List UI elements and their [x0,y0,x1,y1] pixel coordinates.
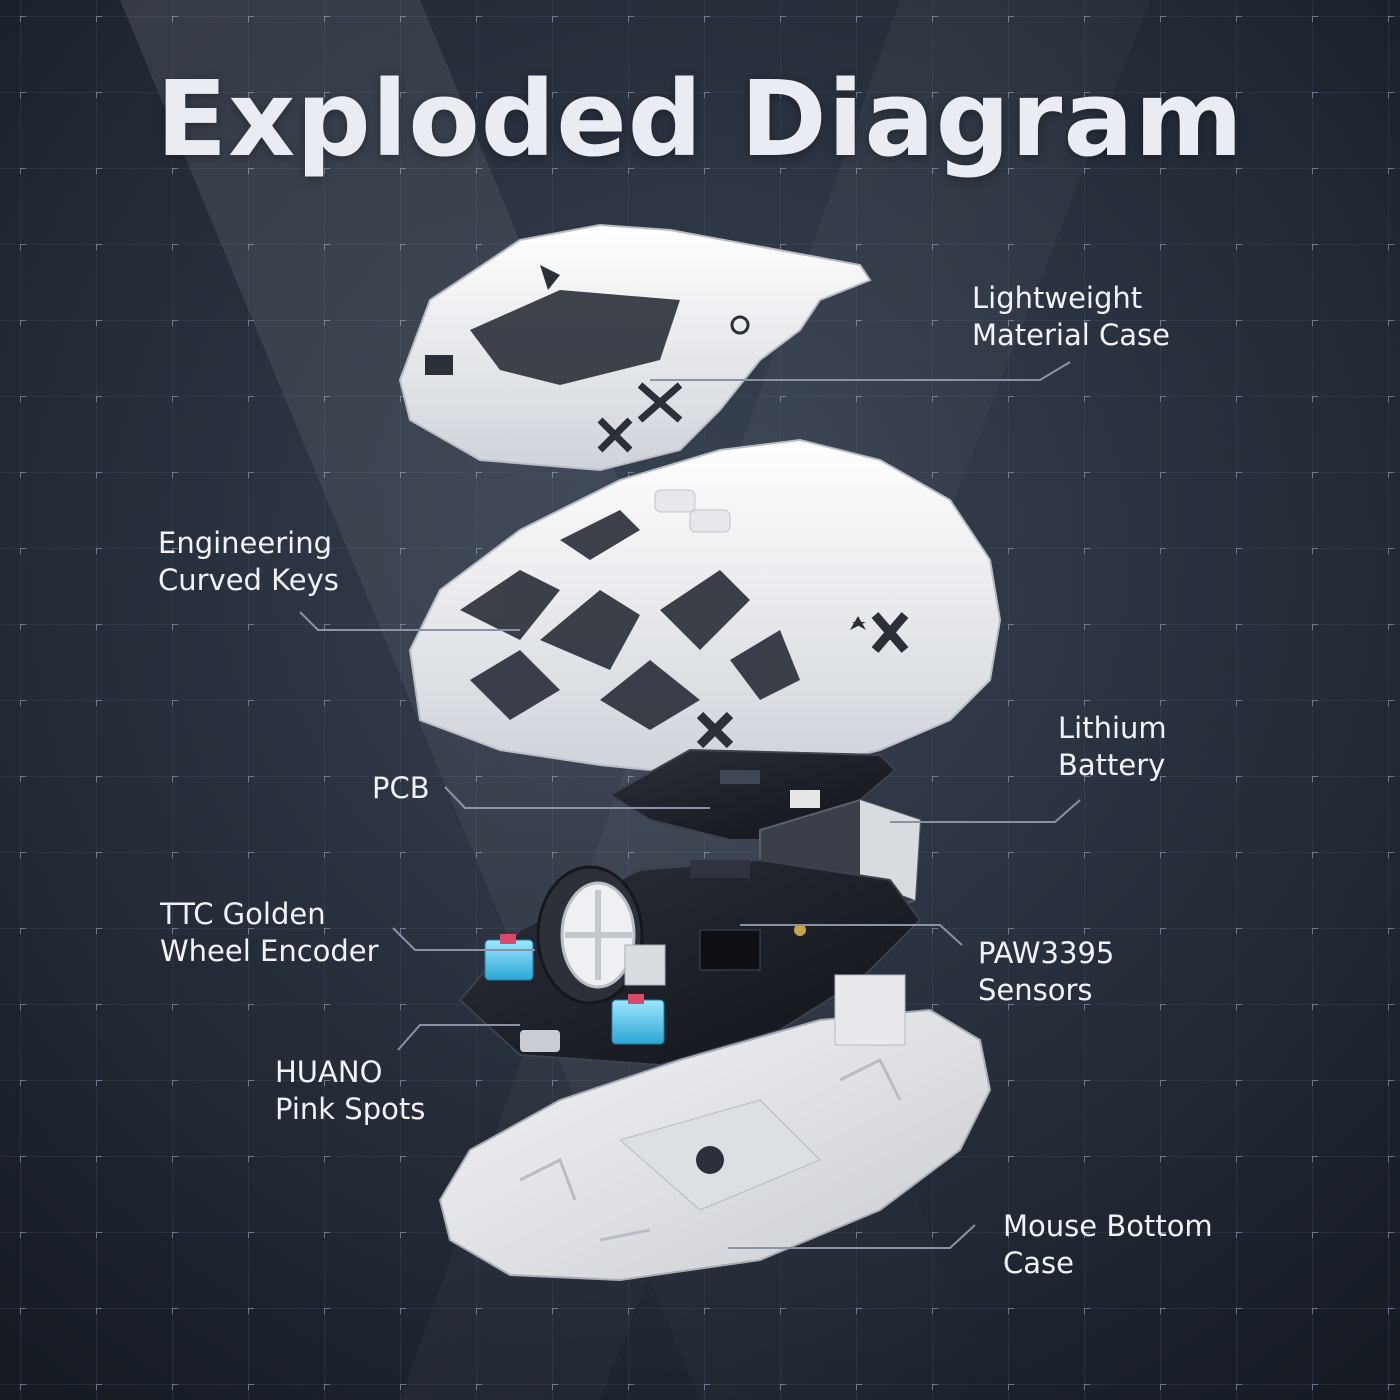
callout-line: Battery [1058,748,1166,782]
leader-line-battery [890,799,1081,823]
leader-line-pcb [444,786,710,809]
leader-line-keys [299,611,520,631]
callout-line: Material Case [972,318,1171,352]
callout-lightweight-case: Lightweight Material Case [972,280,1170,354]
callout-line: Mouse Bottom [1003,1209,1213,1243]
callout-line: TTC Golden [160,897,326,931]
callout-line: Pink Spots [275,1092,426,1126]
switch-left-part [484,934,534,981]
callout-line: Engineering [158,526,332,560]
top-cover-part [398,223,872,472]
leader-line-bottom [728,1224,976,1249]
leader-line-switches [397,1024,520,1051]
page-title: Exploded Diagram [156,58,1244,180]
leader-line-sensor [740,924,963,946]
callout-line: Case [1003,1246,1074,1280]
main-shell-part [408,438,1002,777]
callout-line: Lithium [1058,711,1167,745]
callout-switches: HUANO Pink Spots [275,1054,425,1128]
callout-line: Sensors [978,973,1093,1007]
callout-sensor: PAW3395 Sensors [978,935,1114,1009]
callout-line: Curved Keys [158,563,339,597]
callout-line: Lightweight [972,281,1143,315]
leader-line-wheel [392,927,535,951]
callout-line: PAW3395 [978,936,1115,970]
scroll-wheel-part [536,865,666,1005]
leader-line-top-case [650,361,1071,381]
callout-bottom-case: Mouse Bottom Case [1003,1208,1213,1282]
callout-line: HUANO [275,1055,383,1089]
bottom-case-part [438,974,992,1282]
callout-curved-keys: Engineering Curved Keys [158,525,339,599]
callout-wheel-encoder: TTC Golden Wheel Encoder [160,896,379,970]
callout-pcb: PCB [372,770,430,807]
leader-lines [299,361,1081,1249]
callout-line: Wheel Encoder [160,934,379,968]
callout-line: PCB [372,771,430,805]
switch-right-part [611,994,665,1045]
callout-battery: Lithium Battery [1058,710,1167,784]
